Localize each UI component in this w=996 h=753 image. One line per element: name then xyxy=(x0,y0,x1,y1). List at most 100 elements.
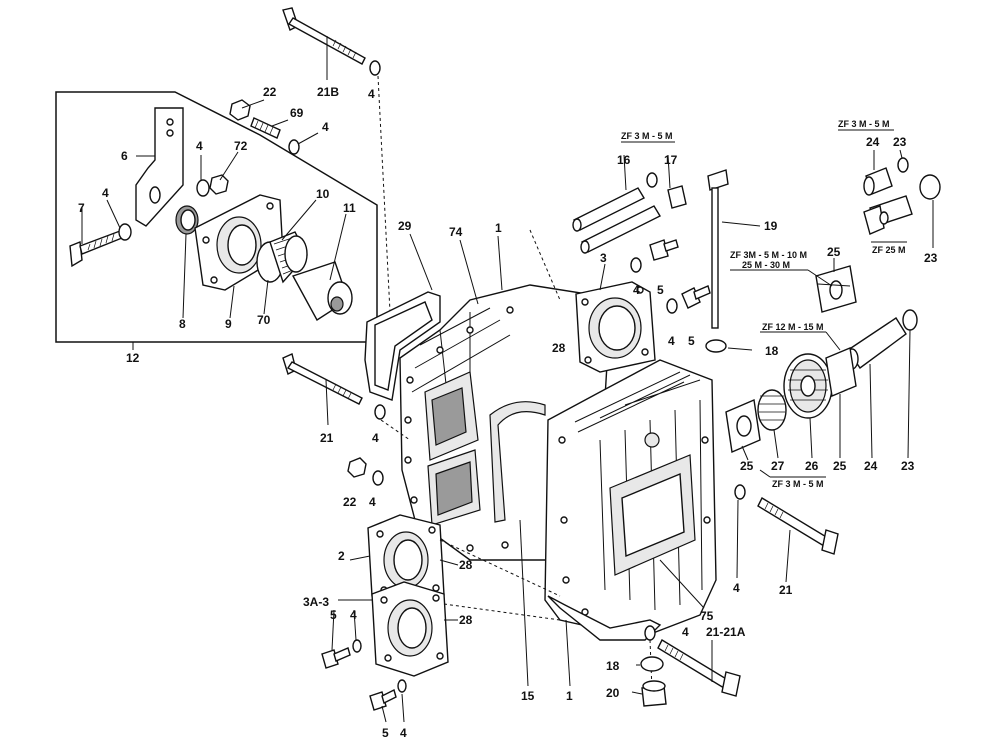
inset-frame xyxy=(55,91,378,343)
axis-dash-6 xyxy=(529,229,561,301)
label-16: 16 xyxy=(617,153,631,167)
label-5: 5 xyxy=(688,334,695,348)
label-9: 9 xyxy=(225,317,232,331)
leader-lines xyxy=(81,36,934,723)
label-23: 23 xyxy=(893,135,907,149)
note-zf-multi-line2: 25 M - 30 M xyxy=(742,260,790,270)
label-15: 15 xyxy=(521,689,535,703)
label-11: 11 xyxy=(343,201,356,215)
stud-69 xyxy=(250,117,281,139)
label-20: 20 xyxy=(606,686,620,700)
note-underlines xyxy=(621,129,907,478)
washer-4h xyxy=(372,470,384,486)
bracket-6 xyxy=(135,107,184,227)
label-5: 5 xyxy=(657,283,664,297)
washer-4f xyxy=(666,298,678,314)
label-3A-3: 3A-3 xyxy=(303,595,329,609)
label-4: 4 xyxy=(369,495,376,509)
label-22: 22 xyxy=(343,495,357,509)
label-5: 5 xyxy=(382,726,389,740)
label-25: 25 xyxy=(833,459,847,473)
washer-4j xyxy=(397,679,407,693)
oring-23a xyxy=(897,157,909,173)
bolt-7 xyxy=(69,241,83,268)
label-21-21A: 21-21A xyxy=(706,625,746,639)
label-24: 24 xyxy=(864,459,878,473)
label-4: 4 xyxy=(102,186,109,200)
oring-17 xyxy=(646,172,658,188)
label-72: 72 xyxy=(234,139,248,153)
gear-26 xyxy=(783,353,833,419)
bolt-21b xyxy=(757,497,829,547)
label-29: 29 xyxy=(398,219,412,233)
oring-23c xyxy=(902,309,918,331)
washer-4g xyxy=(374,404,386,420)
seal-ring-15 xyxy=(489,401,546,523)
note-zf-3m-5m: ZF 3 M - 5 M xyxy=(838,119,890,129)
nut-22b xyxy=(347,457,367,478)
label-74: 74 xyxy=(449,225,463,239)
label-28: 28 xyxy=(459,613,473,627)
label-12: 12 xyxy=(126,351,140,365)
nut-72 xyxy=(209,174,229,195)
dipstick-19 xyxy=(707,169,729,191)
washer-18b xyxy=(640,656,664,672)
label-4: 4 xyxy=(196,139,203,153)
axis-dash-3 xyxy=(439,539,561,597)
bearing-27 xyxy=(757,389,787,431)
cap-23b xyxy=(919,174,941,200)
washer-4k xyxy=(734,484,746,500)
washer-4c xyxy=(196,179,210,197)
label-5: 5 xyxy=(330,608,337,622)
plug-17 xyxy=(667,185,687,209)
label-75: 75 xyxy=(700,609,714,623)
label-25: 25 xyxy=(740,459,754,473)
label-28: 28 xyxy=(459,558,473,572)
label-8: 8 xyxy=(179,317,186,331)
label-18: 18 xyxy=(606,659,620,673)
label-69: 69 xyxy=(290,106,304,120)
nut-22 xyxy=(229,99,251,121)
label-4: 4 xyxy=(682,625,689,639)
label-7: 7 xyxy=(78,201,85,215)
label-25: 25 xyxy=(827,245,841,259)
part-labels: 21B 4 22 69 4 6 4 72 7 4 10 11 8 9 70 12… xyxy=(78,85,938,740)
label-70: 70 xyxy=(257,313,271,327)
label-24: 24 xyxy=(866,135,880,149)
label-4: 4 xyxy=(633,283,640,297)
note-zf-25m: ZF 25 M xyxy=(872,245,906,255)
label-17: 17 xyxy=(664,153,678,167)
note-zf-12m-15m: ZF 12 M - 15 M xyxy=(762,322,824,332)
label-6: 6 xyxy=(121,149,128,163)
label-23: 23 xyxy=(901,459,915,473)
label-4: 4 xyxy=(668,334,675,348)
washer-18a xyxy=(705,339,727,353)
label-27: 27 xyxy=(771,459,785,473)
label-28: 28 xyxy=(552,341,566,355)
label-21: 21 xyxy=(320,431,334,445)
gasket-25c xyxy=(825,347,857,397)
label-4: 4 xyxy=(350,608,357,622)
washer-4i xyxy=(352,639,362,653)
label-4: 4 xyxy=(400,726,407,740)
label-4: 4 xyxy=(372,431,379,445)
washer-4b xyxy=(288,139,300,155)
label-18: 18 xyxy=(765,344,779,358)
label-1: 1 xyxy=(566,689,573,703)
label-23: 23 xyxy=(924,251,938,265)
screw-5a xyxy=(649,239,669,261)
label-1: 1 xyxy=(495,221,502,235)
label-21: 21 xyxy=(779,583,793,597)
label-10: 10 xyxy=(316,187,330,201)
label-4: 4 xyxy=(322,120,329,134)
bolt-21-21A xyxy=(657,639,729,689)
label-4: 4 xyxy=(368,87,375,101)
label-22: 22 xyxy=(263,85,277,99)
note-zf-3m-5m: ZF 3 M - 5 M xyxy=(772,479,824,489)
axis-dash-4 xyxy=(443,603,561,621)
label-4: 4 xyxy=(733,581,740,595)
label-26: 26 xyxy=(805,459,819,473)
washer-4e xyxy=(630,257,642,273)
label-2: 2 xyxy=(338,549,345,563)
